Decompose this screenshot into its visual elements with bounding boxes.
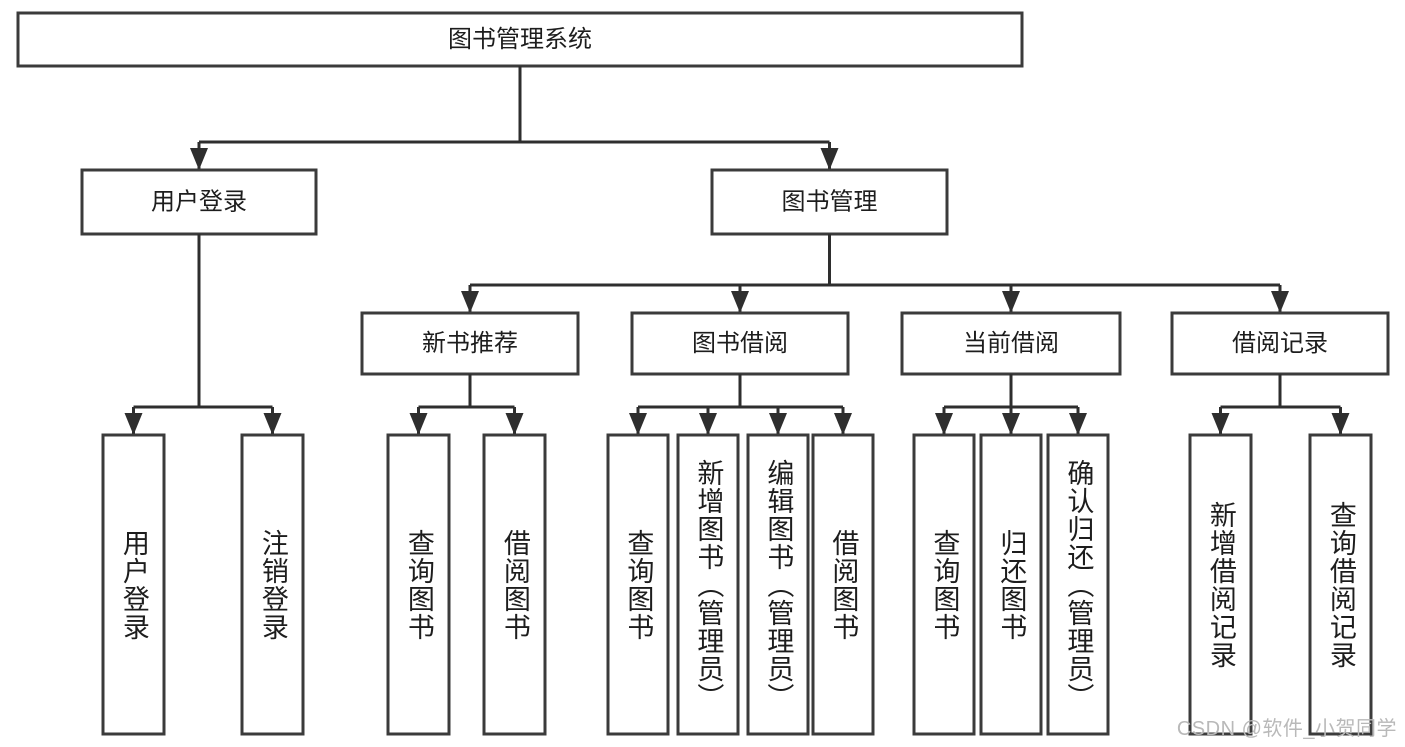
arrow-head-icon (409, 413, 428, 435)
node-box[interactable] (1046, 433, 1110, 736)
arrow-head-icon (124, 413, 143, 435)
node-box[interactable] (606, 433, 670, 736)
flow-node[interactable] (979, 433, 1043, 736)
node-box[interactable] (16, 11, 1024, 68)
arrow-head-icon (769, 413, 787, 435)
node-label: 新书推荐 (422, 330, 518, 357)
node-box[interactable] (1170, 311, 1390, 376)
node-box[interactable] (912, 433, 976, 736)
flow-node[interactable] (746, 433, 810, 736)
arrow-head-icon (263, 413, 282, 435)
arrow-head-icon (731, 291, 749, 313)
arrow-head-icon (699, 413, 717, 435)
flow-node[interactable] (101, 433, 166, 736)
arrow-head-icon (505, 413, 524, 435)
node-label: 用户登录 (151, 188, 247, 215)
node-box[interactable] (676, 433, 740, 736)
flow-node[interactable]: 用户登录 (80, 168, 318, 236)
flow-node[interactable]: 借阅记录 (1170, 311, 1390, 376)
node-box[interactable] (979, 433, 1043, 736)
arrow-head-icon (1331, 413, 1350, 435)
node-box[interactable] (101, 433, 166, 736)
arrow-head-icon (935, 413, 953, 435)
node-box[interactable] (240, 433, 305, 736)
flow-node[interactable] (482, 433, 547, 736)
flow-node[interactable] (1308, 433, 1373, 736)
arrow-head-icon (1069, 413, 1087, 435)
flow-node[interactable]: 图书管理 (710, 168, 949, 236)
flow-node[interactable] (240, 433, 305, 736)
flow-node[interactable]: 新书推荐 (360, 311, 580, 376)
flow-node[interactable] (811, 433, 875, 736)
arrow-head-icon (834, 413, 852, 435)
node-label: 借阅记录 (1232, 330, 1328, 357)
arrow-head-icon (1002, 413, 1020, 435)
arrow-head-icon (629, 413, 647, 435)
node-box[interactable] (482, 433, 547, 736)
arrow-head-icon (820, 148, 839, 170)
flow-node[interactable]: 图书借阅 (630, 311, 850, 376)
arrow-head-icon (1271, 291, 1289, 313)
node-label: 图书管理 (782, 188, 878, 215)
arrow-head-icon (1211, 413, 1230, 435)
node-box[interactable] (630, 311, 850, 376)
node-label: 图书借阅 (692, 330, 788, 357)
node-box[interactable] (1188, 433, 1253, 736)
flow-node[interactable] (1188, 433, 1253, 736)
flow-node[interactable] (1046, 433, 1110, 736)
node-box[interactable] (900, 311, 1122, 376)
arrow-head-icon (190, 148, 208, 170)
node-label: 图书管理系统 (448, 26, 592, 53)
node-box[interactable] (710, 168, 949, 236)
node-box[interactable] (1308, 433, 1373, 736)
flow-node[interactable]: 图书管理系统 (16, 11, 1024, 68)
node-box[interactable] (811, 433, 875, 736)
node-box[interactable] (386, 433, 451, 736)
node-box[interactable] (360, 311, 580, 376)
flow-node[interactable] (606, 433, 670, 736)
watermark-text: CSDN @软件_小贺同学 (1176, 718, 1397, 740)
arrow-head-icon (461, 291, 479, 313)
arrow-head-icon (1002, 291, 1020, 313)
flow-node[interactable]: 当前借阅 (900, 311, 1122, 376)
node-label: 当前借阅 (963, 330, 1059, 357)
flow-node[interactable] (386, 433, 451, 736)
flow-node[interactable] (912, 433, 976, 736)
node-box[interactable] (746, 433, 810, 736)
flow-node[interactable] (676, 433, 740, 736)
